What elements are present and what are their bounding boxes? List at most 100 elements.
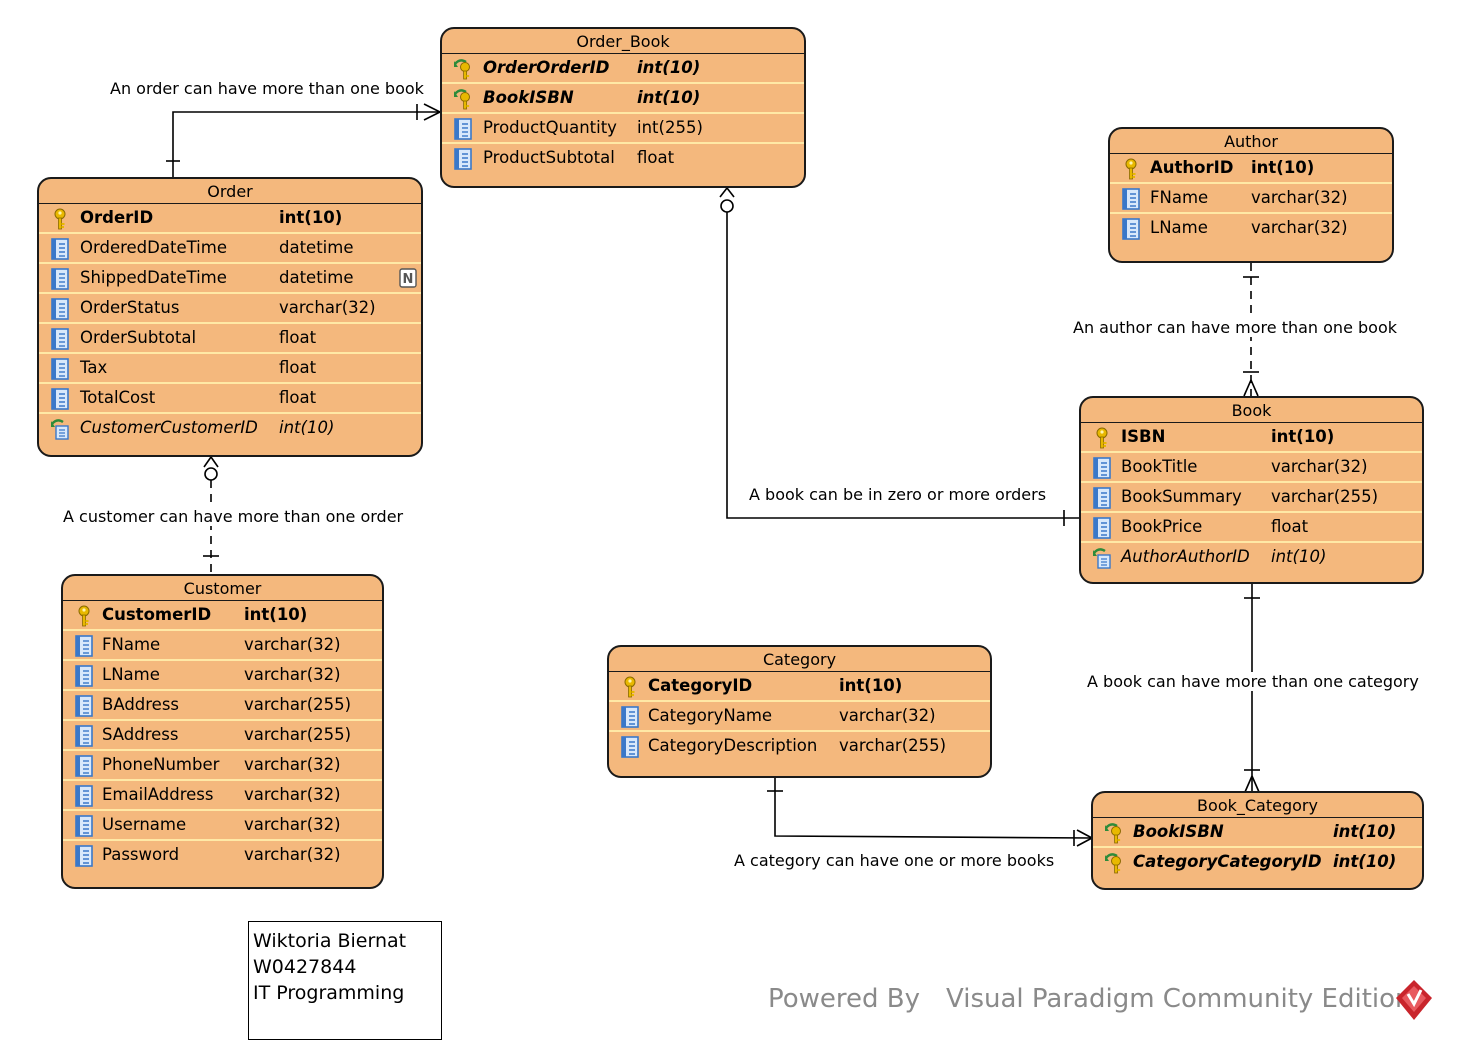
column-name: ProductQuantity	[483, 118, 617, 137]
column-name: LName	[1150, 218, 1208, 237]
column-name: BookTitle	[1121, 457, 1198, 476]
rel-label-book-orderbook: A book can be in zero or more orders	[749, 485, 1047, 504]
column-name: TotalCost	[80, 388, 156, 407]
column-row[interactable]: Username varchar(32)	[63, 811, 382, 841]
column-row[interactable]: ISBN int(10)	[1081, 423, 1422, 453]
column-type: float	[279, 358, 317, 377]
column-type: varchar(255)	[1271, 487, 1379, 506]
column-row[interactable]: OrderStatus varchar(32)	[39, 294, 421, 324]
column-type: datetime	[279, 238, 354, 257]
column-row[interactable]: CustomerID int(10)	[63, 601, 382, 631]
entity-title: Category	[609, 647, 990, 672]
rel-label-category-bookcategory: A category can have one or more books	[734, 851, 1055, 870]
column-name: ShippedDateTime	[80, 268, 227, 287]
column-name: Tax	[80, 358, 108, 377]
column-row[interactable]: OrderID int(10)	[39, 204, 421, 234]
column-type: varchar(32)	[244, 815, 341, 834]
column-row[interactable]: PhoneNumber varchar(32)	[63, 751, 382, 781]
rel-label-customer-order: A customer can have more than one order	[63, 507, 404, 526]
entity-title: Book_Category	[1093, 793, 1422, 818]
column-type: int(10)	[279, 208, 343, 227]
column-type: datetime	[279, 268, 354, 287]
column-row[interactable]: OrderOrderID int(10)	[442, 54, 804, 84]
column-type: float	[637, 148, 675, 167]
column-name: PhoneNumber	[102, 755, 220, 774]
column-name: OrderStatus	[80, 298, 180, 317]
column-name: CategoryID	[648, 676, 753, 695]
rel-label-order-orderbook: An order can have more than one book	[110, 79, 424, 98]
column-name: FName	[1150, 188, 1209, 207]
column-type: int(10)	[637, 88, 701, 107]
column-type: int(10)	[637, 58, 701, 77]
column-name: CustomerID	[102, 605, 212, 624]
nullable-icon: N	[399, 268, 417, 288]
column-name: OrderOrderID	[483, 58, 610, 77]
column-name: SAddress	[102, 725, 179, 744]
column-row[interactable]: ProductQuantity int(255)	[442, 114, 804, 144]
column-type: varchar(32)	[279, 298, 376, 317]
column-name: AuthorID	[1150, 158, 1234, 177]
column-type: int(10)	[839, 676, 903, 695]
column-name: OrderSubtotal	[80, 328, 197, 347]
rel-line-book-orderbook	[719, 187, 1080, 526]
column-type: int(10)	[244, 605, 308, 624]
rel-line-author-book	[1243, 263, 1259, 397]
author-note: Wiktoria Biernat W0427844 IT Programming	[248, 921, 442, 1040]
column-row[interactable]: CategoryCategoryID int(10)	[1093, 848, 1422, 878]
column-row[interactable]: Tax float	[39, 354, 421, 384]
column-type: varchar(32)	[244, 755, 341, 774]
column-name: FName	[102, 635, 161, 654]
column-name: LName	[102, 665, 160, 684]
rel-label-book-bookcategory: A book can have more than one category	[1087, 672, 1419, 691]
column-type: int(10)	[1333, 852, 1397, 871]
column-row[interactable]: OrderedDateTime datetime	[39, 234, 421, 264]
note-name: Wiktoria Biernat	[253, 930, 407, 952]
entity-title: Order_Book	[442, 29, 804, 54]
column-name: EmailAddress	[102, 785, 214, 804]
column-row[interactable]: CategoryID int(10)	[609, 672, 990, 702]
column-name: CustomerCustomerID	[80, 418, 258, 437]
column-name: OrderID	[80, 208, 154, 227]
column-name: OrderedDateTime	[80, 238, 227, 257]
entity-title: Book	[1081, 398, 1422, 423]
column-name: CategoryDescription	[648, 736, 818, 755]
column-type: int(10)	[1271, 427, 1335, 446]
column-name: ISBN	[1121, 427, 1166, 446]
column-row[interactable]: ShippedDateTime datetime N	[39, 264, 421, 294]
column-type: int(255)	[637, 118, 703, 137]
rel-label-author-book: An author can have more than one book	[1073, 318, 1397, 337]
column-name: CategoryCategoryID	[1133, 852, 1322, 871]
column-name: Username	[102, 815, 187, 834]
svg-text:N: N	[403, 272, 414, 287]
column-type: varchar(32)	[244, 845, 341, 864]
rel-line-order-orderbook	[166, 103, 441, 178]
